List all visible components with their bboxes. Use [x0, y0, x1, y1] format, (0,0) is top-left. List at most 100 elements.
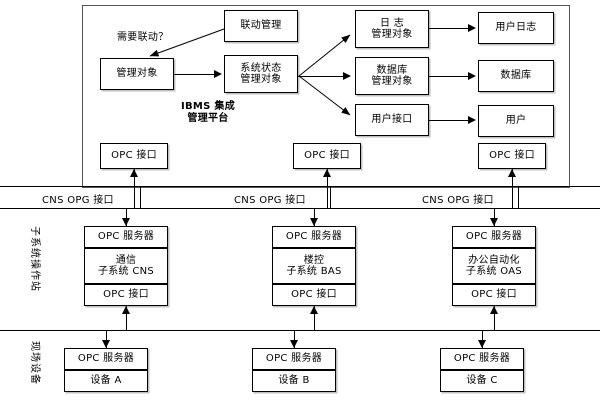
arrowhead-lower-bus-to-field-1	[102, 340, 110, 348]
arrowhead-ui-to-user	[468, 116, 476, 124]
connector-lower-bus-to-field-3	[482, 330, 483, 348]
connector-log-to-userlog	[429, 28, 470, 29]
bus-divider-3	[518, 186, 519, 208]
node-managed-object[interactable]: 管理对象	[100, 58, 174, 90]
node-system-state-object[interactable]: 系统状态 管理对象	[224, 55, 298, 93]
node-user-interface-object-label: 用户接口	[371, 114, 413, 126]
node-linkage-manager-label: 联动管理	[240, 20, 282, 32]
node-database-object[interactable]: 数据库 管理对象	[355, 57, 429, 95]
subsystem-3-body-line1: 办公自动化	[468, 254, 520, 266]
arrowhead-bus-to-opc-left	[130, 169, 138, 177]
subsystem-1-body-line1: 通信	[115, 254, 137, 266]
connector-subsystem-1-to-lower-bus	[126, 306, 127, 330]
field-device-2-opc-server[interactable]: OPC 服务器	[252, 348, 336, 370]
platform-opc-interface-left[interactable]: OPC 接口	[100, 143, 168, 169]
subsystem-1-opc-server-label: OPC 服务器	[97, 231, 155, 243]
bus-interface-label-1: CNS OPG 接口	[42, 195, 114, 206]
subsystem-2-opc-server[interactable]: OPC 服务器	[272, 226, 356, 248]
node-user-log-label: 用户日志	[495, 22, 537, 34]
ibms-platform-frame	[82, 5, 570, 188]
subsystem-3-body-line2: 子系统 OAS	[465, 266, 523, 277]
subsystem-3-opc-interface[interactable]: OPC 接口	[452, 284, 536, 306]
bus-interface-label-3: CNS OPG 接口	[422, 195, 494, 206]
connector-bus-to-opc-left	[134, 169, 135, 208]
node-user-label: 用户	[505, 115, 527, 127]
platform-caption: IBMS 集成 管理平台	[155, 101, 261, 125]
field-device-2-label: 设备 B	[278, 375, 310, 387]
connector-subsystem-3-to-lower-bus	[494, 306, 495, 330]
subsystem-1-body-line2: 子系统 CNS	[97, 266, 155, 277]
node-database[interactable]: 数据库	[478, 60, 554, 92]
linkage-question-label: 需要联动？	[117, 32, 169, 43]
subsystem-3-opc-server[interactable]: OPC 服务器	[452, 226, 536, 248]
arrowhead-lower-bus-to-field-2	[290, 340, 298, 348]
arrowhead-subsystem-2-to-lower-bus	[310, 306, 318, 314]
connector-subsystem-2-to-lower-bus	[314, 306, 315, 330]
subsystem-3-opc-interface-label: OPC 接口	[471, 289, 517, 301]
field-device-2[interactable]: 设备 B	[252, 370, 336, 392]
node-database-object-line2: 管理对象	[371, 76, 413, 87]
subsystem-3-opc-server-label: OPC 服务器	[465, 231, 523, 243]
connector-bus-to-opc-right	[512, 169, 513, 208]
subsystem-3-body[interactable]: 办公自动化 子系统 OAS	[452, 248, 536, 284]
node-managed-object-label: 管理对象	[116, 68, 158, 80]
arrowhead-bus-to-opc-mid	[323, 169, 331, 177]
field-device-1-opc-server-label: OPC 服务器	[77, 353, 135, 365]
connector-bus-to-opc-mid	[327, 169, 328, 208]
subsystem-1-opc-interface-label: OPC 接口	[103, 289, 149, 301]
connector-lower-bus-to-field-2	[294, 330, 295, 348]
field-device-2-opc-server-label: OPC 服务器	[265, 353, 323, 365]
connector-dbobj-to-db	[429, 76, 470, 77]
platform-opc-interface-mid[interactable]: OPC 接口	[293, 143, 361, 169]
field-device-1-opc-server[interactable]: OPC 服务器	[64, 348, 148, 370]
subsystem-1-opc-server[interactable]: OPC 服务器	[84, 226, 168, 248]
node-linkage-manager[interactable]: 联动管理	[224, 10, 298, 42]
subsystem-2-body[interactable]: 楼控 子系统 BAS	[272, 248, 356, 284]
node-user-interface-object[interactable]: 用户接口	[355, 104, 429, 136]
subsystem-bottom-rule	[0, 330, 600, 331]
field-device-3-opc-server[interactable]: OPC 服务器	[440, 348, 524, 370]
arrowhead-subsystem-3-to-lower-bus	[490, 306, 498, 314]
arrowhead-bus-to-opc-right	[508, 169, 516, 177]
platform-opc-interface-right-label: OPC 接口	[489, 150, 535, 162]
arrowhead-managed-to-state	[214, 70, 222, 78]
platform-opc-interface-mid-label: OPC 接口	[304, 150, 350, 162]
arrowhead-state-to-dbobj	[343, 72, 351, 80]
subsystem-2-opc-interface-label: OPC 接口	[291, 289, 337, 301]
field-layer-side-label: 现场设备	[29, 341, 40, 385]
node-user[interactable]: 用户	[478, 105, 554, 137]
connector-bus-to-subsystem-2	[314, 208, 315, 226]
arrowhead-bus-to-subsystem-2	[310, 218, 318, 226]
platform-caption-line2: 管理平台	[187, 113, 229, 124]
connector-bus-to-subsystem-1	[126, 208, 127, 226]
arrowhead-log-to-userlog	[468, 24, 476, 32]
node-log-object-line1: 日 志	[379, 17, 405, 29]
node-user-log[interactable]: 用户日志	[478, 12, 554, 44]
connector-managed-to-state	[174, 74, 216, 75]
field-device-3-opc-server-label: OPC 服务器	[453, 353, 511, 365]
connector-ui-to-user	[429, 120, 470, 121]
node-log-object[interactable]: 日 志 管理对象	[355, 10, 429, 48]
subsystem-1-opc-interface[interactable]: OPC 接口	[84, 284, 168, 306]
node-system-state-object-line2: 管理对象	[240, 74, 282, 85]
bus-interface-label-2: CNS OPG 接口	[234, 195, 306, 206]
subsystem-1-body[interactable]: 通信 子系统 CNS	[84, 248, 168, 284]
node-system-state-object-line1: 系统状态	[240, 62, 282, 74]
arrowhead-bus-to-subsystem-1	[122, 218, 130, 226]
node-database-label: 数据库	[500, 70, 532, 82]
bus-top-rule	[0, 186, 600, 187]
connector-lower-bus-to-field-1	[106, 330, 107, 348]
platform-opc-interface-left-label: OPC 接口	[111, 150, 157, 162]
bus-divider-2	[330, 186, 331, 208]
field-device-3[interactable]: 设备 C	[440, 370, 524, 392]
subsystem-2-opc-interface[interactable]: OPC 接口	[272, 284, 356, 306]
platform-opc-interface-right[interactable]: OPC 接口	[478, 143, 546, 169]
subsystem-2-body-line2: 子系统 BAS	[286, 266, 342, 277]
field-device-3-label: 设备 C	[466, 375, 498, 387]
platform-caption-line1: IBMS 集成	[180, 101, 236, 112]
field-device-1[interactable]: 设备 A	[64, 370, 148, 392]
subsystem-2-opc-server-label: OPC 服务器	[285, 231, 343, 243]
bus-bottom-rule	[0, 208, 600, 209]
connector-state-to-dbobj	[298, 76, 345, 77]
